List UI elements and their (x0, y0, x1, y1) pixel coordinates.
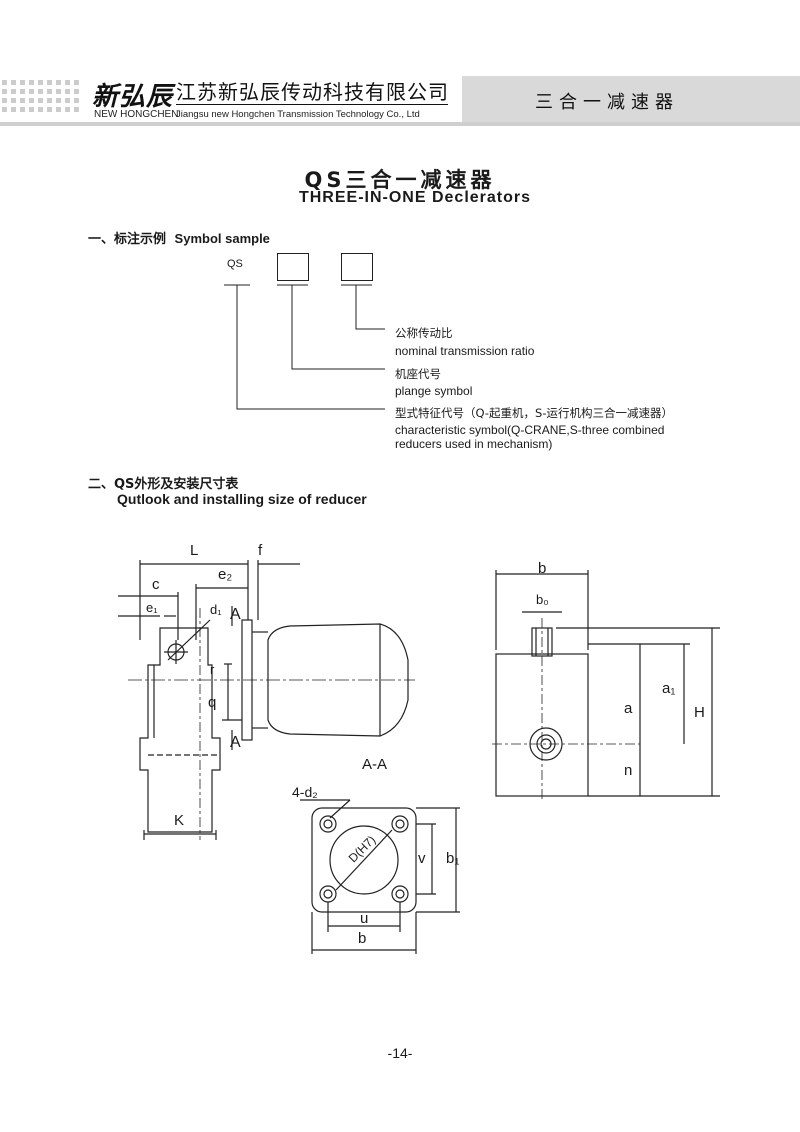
dim-label-u: u (360, 910, 369, 927)
page-title-chinese: QS三合一减速器 (304, 168, 496, 192)
dim-label-e1: e₁ (146, 600, 158, 615)
company-name-english: Jiangsu new Hongchen Transmission Techno… (176, 109, 420, 120)
dim-label-e2: e₂ (218, 566, 233, 583)
section2-heading-cn: 二、QS外形及安装尺寸表 (88, 477, 239, 492)
logo-chinese: 新弘辰 (92, 82, 174, 112)
dim-label-K: K (174, 812, 185, 829)
front-view (118, 560, 415, 840)
dim-label-c: c (152, 576, 160, 593)
dim-label-H: H (694, 704, 705, 721)
symbol-box-ratio (341, 253, 373, 281)
section-mark-A-bottom: A (230, 734, 241, 751)
dim-label-a1: a₁ (662, 680, 676, 697)
logo-english: NEW HONGCHEN (94, 109, 179, 120)
plange-label-en: plange symbol (395, 384, 473, 398)
section1-heading: 一、标注示例 Symbol sample (88, 228, 270, 247)
characteristic-label-en-2: reducers used in mechanism) (395, 437, 553, 451)
section1-heading-cn: 一、标注示例 (88, 232, 167, 247)
dim-label-n: n (624, 762, 633, 779)
view-label-AA: A-A (362, 756, 388, 773)
dim-label-q: q (208, 694, 217, 711)
section-mark-A-top: A (230, 606, 241, 623)
category-title: 三合一减速器 (535, 92, 679, 113)
symbol-code: QS (227, 258, 243, 270)
dim-label-a: a (624, 700, 633, 717)
section2-heading-en: Qutlook and installing size of reducer (117, 491, 367, 507)
plange-label-cn: 机座代号 (395, 367, 441, 381)
side-view (492, 570, 720, 800)
section1-heading-en: Symbol sample (174, 231, 270, 246)
page-header: 新弘辰 NEW HONGCHEN 江苏新弘辰传动科技有限公司 Jiangsu n… (0, 0, 800, 130)
ratio-label-en: nominal transmission ratio (395, 344, 535, 358)
symbol-box-plange (277, 253, 309, 281)
dim-label-f: f (258, 542, 263, 559)
dim-label-4-d2: 4-d₂ (292, 784, 318, 800)
dim-label-r: r (210, 662, 215, 677)
symbol-leader-lines (224, 284, 385, 410)
dim-label-b-side: b (538, 560, 547, 577)
dot-pattern-decoration (2, 80, 79, 112)
header-bar (0, 122, 800, 126)
page-number: -14- (387, 1045, 413, 1061)
flange-section-view (300, 799, 460, 954)
dim-label-b1: b₁ (446, 850, 460, 867)
dim-label-L: L (190, 542, 199, 559)
dim-label-v: v (418, 850, 426, 867)
dim-label-d1: d₁ (210, 602, 222, 617)
category-box (462, 76, 800, 122)
company-name-chinese: 江苏新弘辰传动科技有限公司 (176, 80, 449, 104)
dim-label-b-flange: b (358, 930, 367, 947)
characteristic-label-cn: 型式特征代号（Q-起重机，S-运行机构三合一减速器） (395, 406, 673, 420)
company-underline (176, 104, 448, 105)
characteristic-label-en: characteristic symbol(Q-CRANE,S-three co… (395, 423, 665, 437)
ratio-label-cn: 公称传动比 (395, 326, 453, 340)
page-title-english: THREE-IN-ONE Declerators (298, 189, 532, 206)
dim-label-b0: b₀ (536, 592, 549, 607)
